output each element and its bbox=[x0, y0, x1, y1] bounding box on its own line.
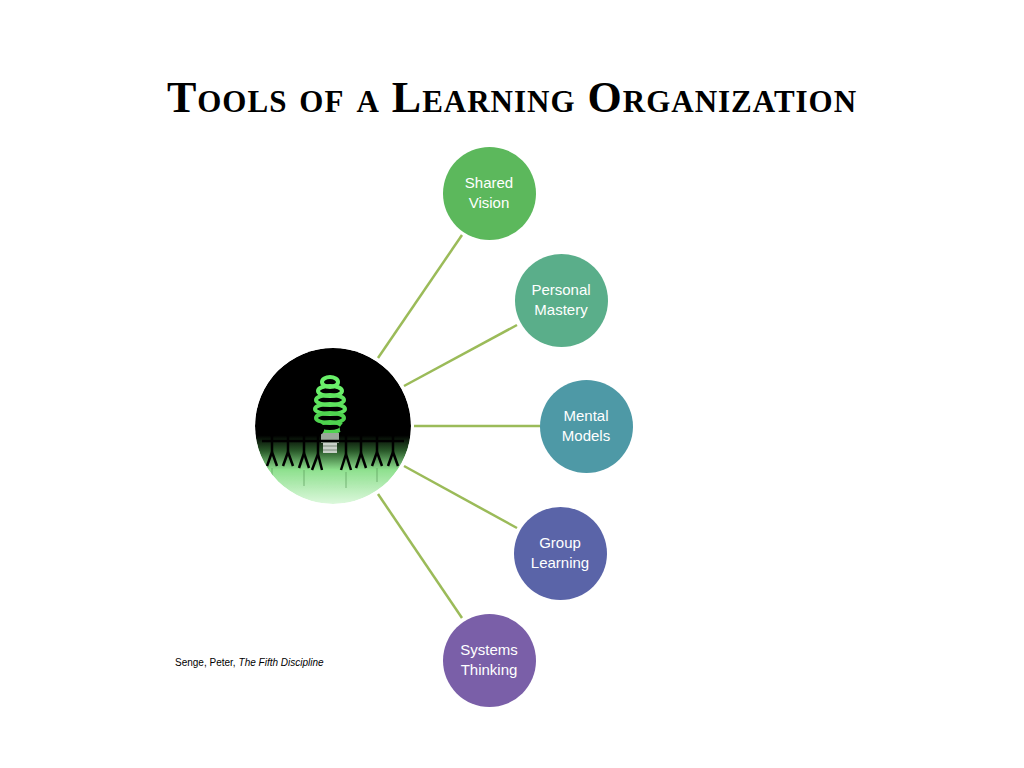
people-ring bbox=[262, 424, 404, 470]
hub-disc bbox=[255, 348, 411, 504]
tool-circle: Personal Mastery bbox=[515, 254, 608, 347]
tool-circle: Group Learning bbox=[514, 507, 607, 600]
tool-circle: Shared Vision bbox=[443, 147, 536, 240]
tool-circle: Mental Models bbox=[540, 380, 633, 473]
spoke-line bbox=[404, 325, 517, 386]
citation: Senge, Peter,The Fifth Discipline bbox=[175, 657, 324, 668]
circle-label: Systems Thinking bbox=[453, 640, 525, 680]
hub-picture bbox=[255, 348, 411, 504]
spoke-line bbox=[414, 425, 540, 428]
circle-label: Shared Vision bbox=[453, 173, 525, 213]
title-bar: Tools of a Learning Organization bbox=[0, 72, 1024, 123]
circle-label: Personal Mastery bbox=[525, 280, 597, 320]
spoke-line bbox=[378, 235, 462, 358]
tool-circle: Systems Thinking bbox=[443, 614, 536, 707]
circle-label: Group Learning bbox=[524, 533, 596, 573]
spoke-line bbox=[404, 466, 517, 528]
citation-text: The Fifth Discipline bbox=[239, 657, 324, 668]
title: Tools of a Learning Organization bbox=[167, 73, 857, 122]
citation-text: Senge, Peter, bbox=[175, 657, 236, 668]
spoke-line bbox=[378, 494, 462, 618]
circle-label: Mental Models bbox=[550, 406, 622, 446]
reflection bbox=[272, 468, 377, 488]
